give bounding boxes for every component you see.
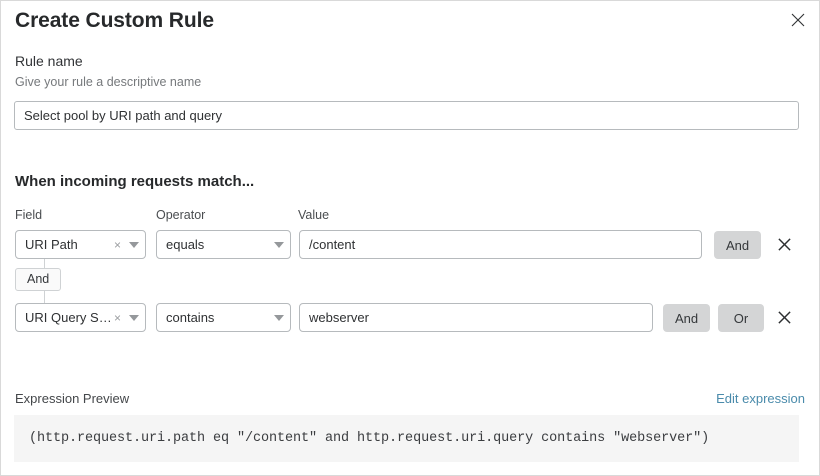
close-icon: [777, 237, 791, 251]
condition-row: URI Query St... × contains And Or: [1, 303, 819, 333]
chevron-down-icon: [129, 314, 139, 321]
column-header-value: Value: [298, 208, 330, 222]
expression-preview-label: Expression Preview: [15, 391, 130, 406]
delete-condition-button[interactable]: [772, 232, 796, 256]
field-select-value: URI Path: [25, 237, 78, 252]
expression-preview-box: (http.request.uri.path eq "/content" and…: [14, 415, 799, 462]
operator-select[interactable]: equals: [156, 230, 291, 259]
condition-connector-line: [44, 290, 45, 303]
value-input[interactable]: [299, 303, 653, 332]
conditions-heading: When incoming requests match...: [15, 173, 255, 190]
chevron-down-icon: [274, 314, 284, 321]
rule-name-description: Give your rule a descriptive name: [15, 75, 202, 89]
column-header-operator: Operator: [156, 208, 206, 222]
delete-condition-button[interactable]: [772, 305, 796, 329]
operator-select[interactable]: contains: [156, 303, 291, 332]
rule-name-input[interactable]: [14, 101, 799, 130]
field-select[interactable]: URI Path ×: [15, 230, 146, 259]
condition-row: URI Path × equals And: [1, 230, 819, 260]
expression-preview-code: (http.request.uri.path eq "/content" and…: [29, 431, 710, 446]
chevron-down-icon: [274, 241, 284, 248]
dialog-title: Create Custom Rule: [15, 9, 214, 32]
value-input[interactable]: [299, 230, 702, 259]
operator-select-value: contains: [166, 310, 215, 325]
column-header-field: Field: [15, 208, 43, 222]
condition-connector-line: [44, 259, 45, 270]
close-icon: [777, 310, 791, 324]
chevron-down-icon: [129, 241, 139, 248]
operator-select-value: equals: [166, 237, 205, 252]
field-select-value: URI Query St...: [25, 310, 112, 325]
and-button[interactable]: And: [663, 304, 711, 332]
field-clear-icon[interactable]: ×: [113, 310, 121, 325]
field-clear-icon[interactable]: ×: [113, 237, 121, 252]
group-connector-and-badge[interactable]: And: [15, 268, 62, 291]
edit-expression-link[interactable]: Edit expression: [716, 391, 805, 406]
or-button[interactable]: Or: [718, 304, 764, 332]
field-select[interactable]: URI Query St... ×: [15, 303, 146, 332]
close-icon[interactable]: [785, 7, 811, 33]
and-button[interactable]: And: [714, 231, 762, 259]
close-icon-glyph: [791, 13, 805, 27]
rule-name-label: Rule name: [15, 53, 83, 69]
